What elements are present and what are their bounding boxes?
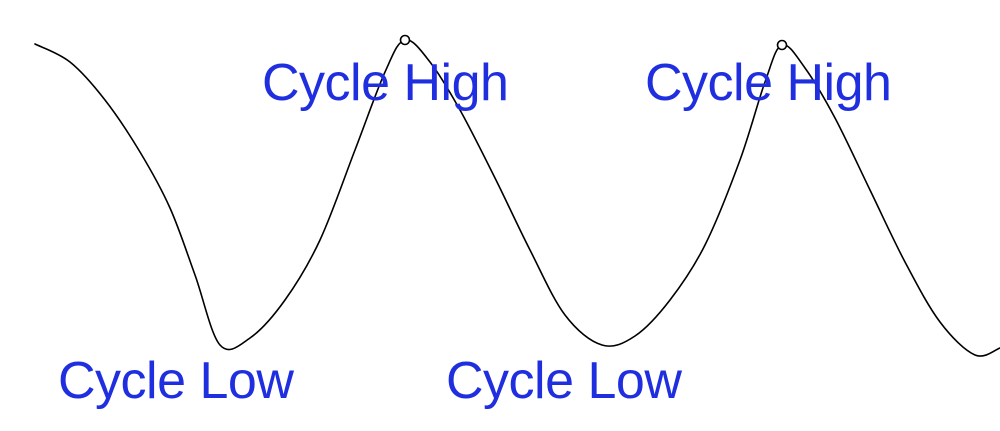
cycle-high-label-2: Cycle High <box>645 54 892 112</box>
cycle-high-marker-2 <box>776 39 788 51</box>
cycle-low-label-2: Cycle Low <box>446 352 682 410</box>
cycle-wave-line <box>34 39 1000 357</box>
cycle-high-marker-1 <box>399 34 411 46</box>
cycle-low-label-1: Cycle Low <box>58 352 294 410</box>
cycle-high-label-1: Cycle High <box>262 54 509 112</box>
